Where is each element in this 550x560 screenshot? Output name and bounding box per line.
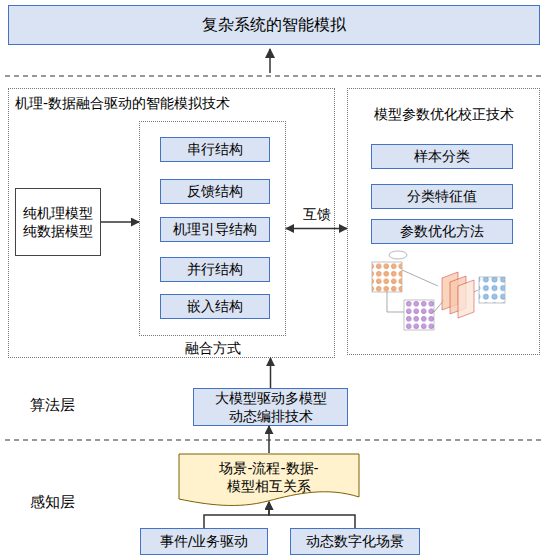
structure-box: 并行结构 <box>160 257 270 282</box>
node-text: 并行结构 <box>187 260 243 278</box>
method-box: 参数优化方法 <box>371 219 513 244</box>
connector-arrow <box>268 426 270 453</box>
source-box: 事件/业务驱动 <box>140 528 268 555</box>
flow-line <box>474 290 478 292</box>
connector-arrow <box>101 221 139 223</box>
structure-box: 嵌入结构 <box>160 294 270 319</box>
document-shape: 场景-流程-数据- 模型相互关系 <box>178 453 360 507</box>
node-text: 事件/业务驱动 <box>160 532 249 550</box>
node-text: 融合方式 <box>140 339 285 357</box>
method-box: 分类特征值 <box>371 184 513 209</box>
node-text: 样本分类 <box>414 147 470 165</box>
node-text: 机理-数据融合驱动的智能模拟技术 <box>15 94 230 112</box>
edge-label: 互馈 <box>303 206 331 224</box>
layer-label: 算法层 <box>30 396 75 415</box>
layer-divider <box>5 439 545 440</box>
node-text: 嵌入结构 <box>187 297 243 315</box>
result-grid <box>479 277 505 303</box>
layer-arrow <box>269 49 271 73</box>
model-box: 纯机理模型 纯数据模型 <box>15 188 101 256</box>
method-box: 样本分类 <box>371 144 513 169</box>
structure-box: 机理引导结构 <box>160 217 270 242</box>
flow-line <box>387 292 404 312</box>
group-box: 融合方式串行结构反馈结构机理引导结构并行结构嵌入结构 <box>139 121 286 336</box>
optimization-illustration <box>372 251 505 330</box>
node-text: 串行结构 <box>187 140 243 158</box>
feature-grid <box>404 300 434 330</box>
layer-plate <box>458 280 474 318</box>
node-text: 复杂系统的智能模拟 <box>202 15 346 36</box>
layer-label: 感知层 <box>30 493 75 512</box>
source-box: 动态数字化场景 <box>290 528 420 555</box>
sample-grid <box>372 262 402 292</box>
graph-bubble <box>389 251 407 259</box>
connector-arrow <box>270 358 272 388</box>
node-text: 分类特征值 <box>407 187 477 205</box>
node-text: 大模型驱动多模型 动态编排技术 <box>200 389 341 425</box>
node-text: 反馈结构 <box>187 182 243 200</box>
grid-frame <box>372 262 402 292</box>
node-text: 场景-流程-数据- 模型相互关系 <box>184 459 354 495</box>
node-text: 机理引导结构 <box>173 220 257 238</box>
title-box: 复杂系统的智能模拟 <box>8 5 540 45</box>
grid-frame <box>479 277 505 303</box>
process-box: 大模型驱动多模型 动态编排技术 <box>193 388 348 426</box>
connector-arrow <box>269 502 355 528</box>
connector-arrow <box>204 502 269 528</box>
grid-frame <box>404 300 434 330</box>
node-text: 纯机理模型 纯数据模型 <box>22 204 94 240</box>
group-box: 机理-数据融合驱动的智能模拟技术纯机理模型 纯数据模型融合方式 串行结构反馈结构机… <box>8 88 335 358</box>
node-text: 参数优化方法 <box>400 222 484 240</box>
connector-arrow <box>286 228 347 230</box>
node-text: 动态数字化场景 <box>306 532 404 550</box>
flow-line <box>402 270 438 286</box>
node-text: 模型参数优化校正技术 <box>348 105 539 123</box>
structure-box: 串行结构 <box>160 137 270 162</box>
group-box: 模型参数优化校正技术样本分类分类特征值参数优化方法 <box>347 88 540 355</box>
document-path <box>179 454 359 505</box>
layer-divider <box>5 75 545 76</box>
structure-box: 反馈结构 <box>160 179 270 204</box>
